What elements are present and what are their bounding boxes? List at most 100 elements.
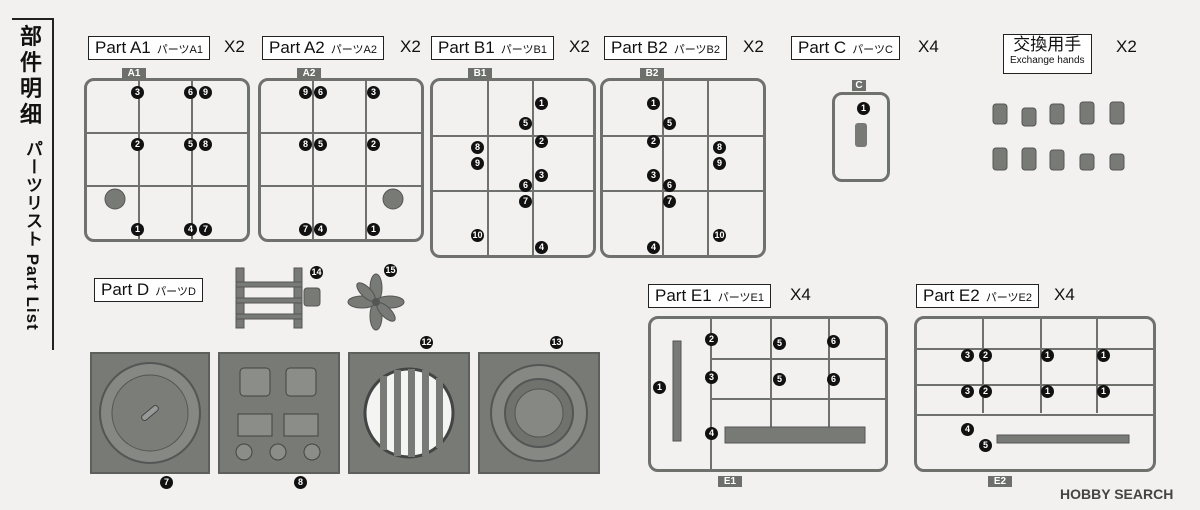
- b2-num-3: 2: [647, 135, 660, 148]
- a2-num-2: 6: [314, 86, 327, 99]
- a2-num-5: 5: [314, 138, 327, 151]
- sprue-a1-tag: A1: [122, 68, 146, 79]
- e2-num-5: 3: [961, 385, 974, 398]
- a1-num-6: 8: [199, 138, 212, 151]
- e2-num-6: 2: [979, 385, 992, 398]
- e2-num-8: 1: [1097, 385, 1110, 398]
- exchange-hands-label: 交換用手 Exchange hands: [1003, 34, 1092, 74]
- panel-ring: [478, 352, 600, 474]
- e1-num-4: 1: [653, 381, 666, 394]
- sprue-b1: 1 5 2 8 9 6 3 7 10 4: [430, 78, 596, 258]
- b2-num-9: 10: [713, 229, 726, 242]
- sprue-a1: 3 6 9 2 5 8 1 4 7: [84, 78, 250, 242]
- a2-num-7: 7: [299, 223, 312, 236]
- sprue-b2-tag: B2: [640, 68, 664, 79]
- b1-num-9: 10: [471, 229, 484, 242]
- sprue-a2: 9 6 3 8 5 2 7 4 1: [258, 78, 424, 242]
- b1-num-7: 3: [535, 169, 548, 182]
- sprue-b2: 1 5 2 8 9 6 3 7 10 4: [600, 78, 766, 258]
- e2-num-4: 1: [1097, 349, 1110, 362]
- d-num-15: 15: [384, 264, 397, 277]
- a1-num-3: 9: [199, 86, 212, 99]
- a1-num-5: 5: [184, 138, 197, 151]
- b1-num-8: 7: [519, 195, 532, 208]
- e2-num-10: 5: [979, 439, 992, 452]
- part-a2-multiplier: X2: [400, 37, 421, 56]
- b1-num-4: 8: [471, 141, 484, 154]
- e2-num-9: 4: [961, 423, 974, 436]
- b1-num-3: 2: [535, 135, 548, 148]
- sprue-c: 1: [832, 92, 890, 182]
- a2-num-6: 2: [367, 138, 380, 151]
- e1-num-1: 2: [705, 333, 718, 346]
- b2-num-6: 6: [663, 179, 676, 192]
- e1-num-8: 4: [705, 427, 718, 440]
- sprue-c-tag: C: [852, 80, 866, 91]
- panel-hatch: [90, 352, 210, 474]
- e2-num-2: 2: [979, 349, 992, 362]
- e1-num-7: 6: [827, 373, 840, 386]
- part-c-multiplier: X4: [918, 37, 939, 56]
- a2-num-3: 3: [367, 86, 380, 99]
- a2-num-9: 1: [367, 223, 380, 236]
- d-num-8: 8: [294, 476, 307, 489]
- b2-num-10: 4: [647, 241, 660, 254]
- e1-num-5: 3: [705, 371, 718, 384]
- a1-num-4: 2: [131, 138, 144, 151]
- sprue-e2: 3 2 1 1 3 2 1 1 4 5: [914, 316, 1156, 472]
- sprue-a2-tag: A2: [297, 68, 321, 79]
- a2-num-1: 9: [299, 86, 312, 99]
- exchange-hands-multiplier: X2: [1116, 37, 1137, 56]
- e2-num-1: 3: [961, 349, 974, 362]
- e1-num-6: 5: [773, 373, 786, 386]
- d-num-14: 14: [310, 266, 323, 279]
- b2-num-7: 3: [647, 169, 660, 182]
- b1-num-1: 1: [535, 97, 548, 110]
- a1-num-8: 4: [184, 223, 197, 236]
- ladder-part: [228, 266, 324, 332]
- b1-num-2: 5: [519, 117, 532, 130]
- part-e2-multiplier: X4: [1054, 285, 1075, 304]
- c-num-1: 1: [857, 102, 870, 115]
- sidebar-frame: [12, 18, 54, 350]
- e2-num-3: 1: [1041, 349, 1054, 362]
- fan-part: [346, 272, 406, 332]
- sprue-e1: 2 5 6 1 3 5 6 4: [648, 316, 888, 472]
- e1-num-2: 5: [773, 337, 786, 350]
- sprue-b1-tag: B1: [468, 68, 492, 79]
- exchange-hands-subtitle: Exchange hands: [1010, 55, 1085, 66]
- panel-machinery: [218, 352, 340, 474]
- b2-num-2: 5: [663, 117, 676, 130]
- b2-num-1: 1: [647, 97, 660, 110]
- watermark-logo: HOBBY SEARCH: [1060, 486, 1174, 502]
- b1-num-6: 6: [519, 179, 532, 192]
- b1-num-5: 9: [471, 157, 484, 170]
- a1-num-2: 6: [184, 86, 197, 99]
- hand-part: [855, 123, 867, 147]
- part-a1-multiplier: X2: [224, 37, 245, 56]
- d-num-12: 12: [420, 336, 433, 349]
- a2-num-4: 8: [299, 138, 312, 151]
- d-num-13: 13: [550, 336, 563, 349]
- part-b1-multiplier: X2: [569, 37, 590, 56]
- exchange-hands-group: [988, 98, 1138, 190]
- b2-num-5: 9: [713, 157, 726, 170]
- sidebar-title: 部件明细: [19, 24, 42, 127]
- part-b2-multiplier: X2: [743, 37, 764, 56]
- d-num-7: 7: [160, 476, 173, 489]
- sprue-e2-tag: E2: [988, 476, 1012, 487]
- e1-num-3: 6: [827, 335, 840, 348]
- b1-num-10: 4: [535, 241, 548, 254]
- b2-num-4: 8: [713, 141, 726, 154]
- b2-num-8: 7: [663, 195, 676, 208]
- a1-num-1: 3: [131, 86, 144, 99]
- a1-num-9: 7: [199, 223, 212, 236]
